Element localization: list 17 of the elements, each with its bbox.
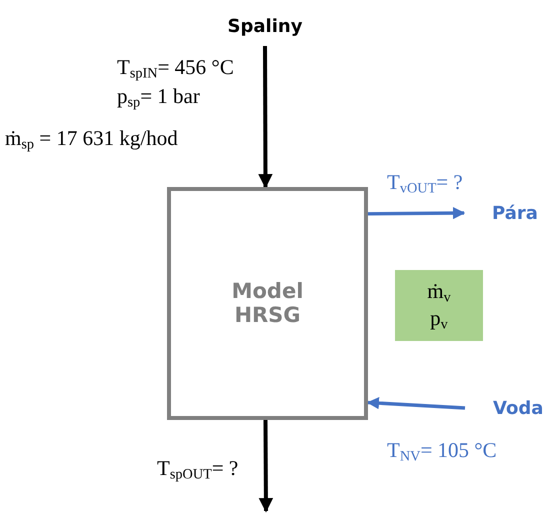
process-box: Model HRSG xyxy=(167,187,368,420)
parameter-text: p$_{v}$ xyxy=(430,306,448,332)
stream-label: Pára xyxy=(464,198,550,228)
stream-label: Voda xyxy=(465,393,555,423)
parameter-label: T$_{spOUT}$= ? xyxy=(157,456,238,484)
parameter-label: T$_{NV}$= 105 °C xyxy=(387,438,497,466)
parameter-box xyxy=(395,270,483,341)
stream-label: Spaliny xyxy=(215,6,315,46)
arrow xyxy=(258,46,273,188)
parameter-label: p$_{sp}$= 1 bar xyxy=(117,84,200,112)
arrow xyxy=(258,420,274,512)
parameter-label: T$_{spIN}$= 456 °C xyxy=(117,55,234,83)
parameter-label: ṁ$_{sp}$ = 17 631 kg/hod xyxy=(5,126,178,154)
parameter-text: ṁ$_{v}$ xyxy=(427,278,451,306)
parameter-label: T$_{vOUT}$= ? xyxy=(387,170,463,198)
arrow xyxy=(366,397,466,410)
arrow xyxy=(368,206,466,220)
